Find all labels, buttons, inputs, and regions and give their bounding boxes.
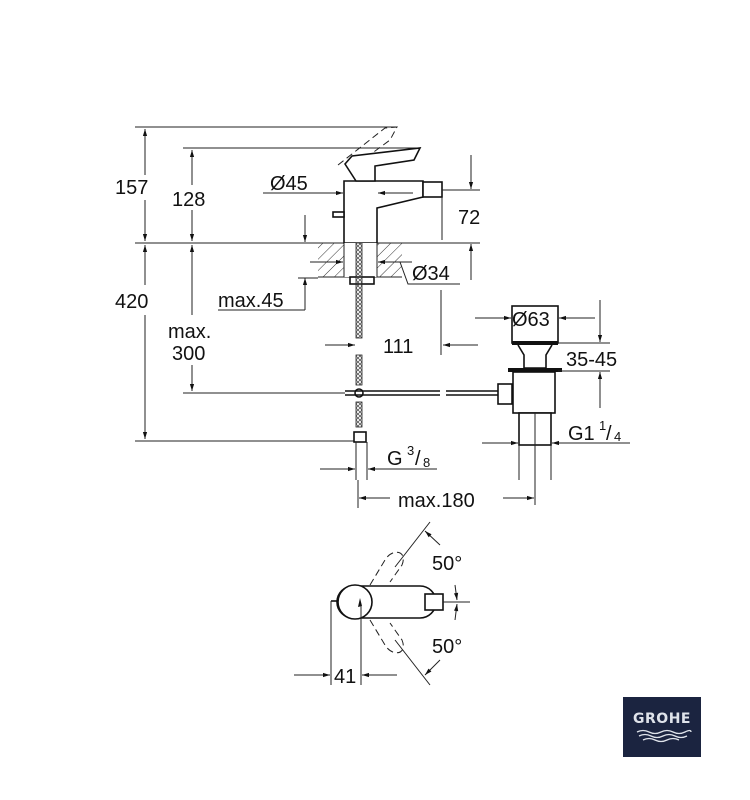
dim-waste-range: 35-45 [566, 349, 617, 371]
dim-supply-thread: G [387, 448, 403, 470]
reference-lines [135, 126, 480, 442]
dim-supply-thread-num: 3 [407, 443, 414, 458]
dim-hole-diameter: Ø34 [412, 263, 450, 285]
grohe-logo: GROHE [623, 697, 701, 757]
dim-below-deck: 420 [115, 291, 148, 313]
faucet-top-view [294, 521, 470, 686]
wave-icon [636, 729, 692, 743]
dim-height-total: 157 [115, 177, 148, 199]
fraction-slash: / [415, 448, 421, 470]
fraction-slash: / [606, 423, 612, 445]
dim-angle-up: 50° [432, 553, 462, 575]
dim-waste-diameter: Ø63 [512, 309, 550, 331]
dim-waste-thread-den: 4 [614, 429, 621, 444]
dim-body-diameter: Ø45 [270, 173, 308, 195]
dim-rod-depth-label: max. [168, 321, 211, 343]
logo-text: GROHE [633, 711, 691, 727]
dim-rod-length: max.180 [398, 490, 475, 512]
dim-waste-thread: G1 [568, 423, 595, 445]
dim-deck-thickness: max.45 [218, 290, 284, 312]
dim-supply-thread-den: 8 [423, 455, 430, 470]
dim-spout-offset: 111 [383, 336, 413, 358]
dimension-lines [142, 129, 630, 508]
dim-waste-thread-num: 1 [599, 418, 606, 433]
dim-angle-down: 50° [432, 636, 462, 658]
dim-rod-depth-value: 300 [172, 343, 205, 365]
dim-lever-offset: 41 [334, 666, 356, 688]
dim-spout-height: 72 [458, 207, 480, 229]
dim-height-spout: 128 [172, 189, 205, 211]
waste-drain [497, 305, 562, 505]
